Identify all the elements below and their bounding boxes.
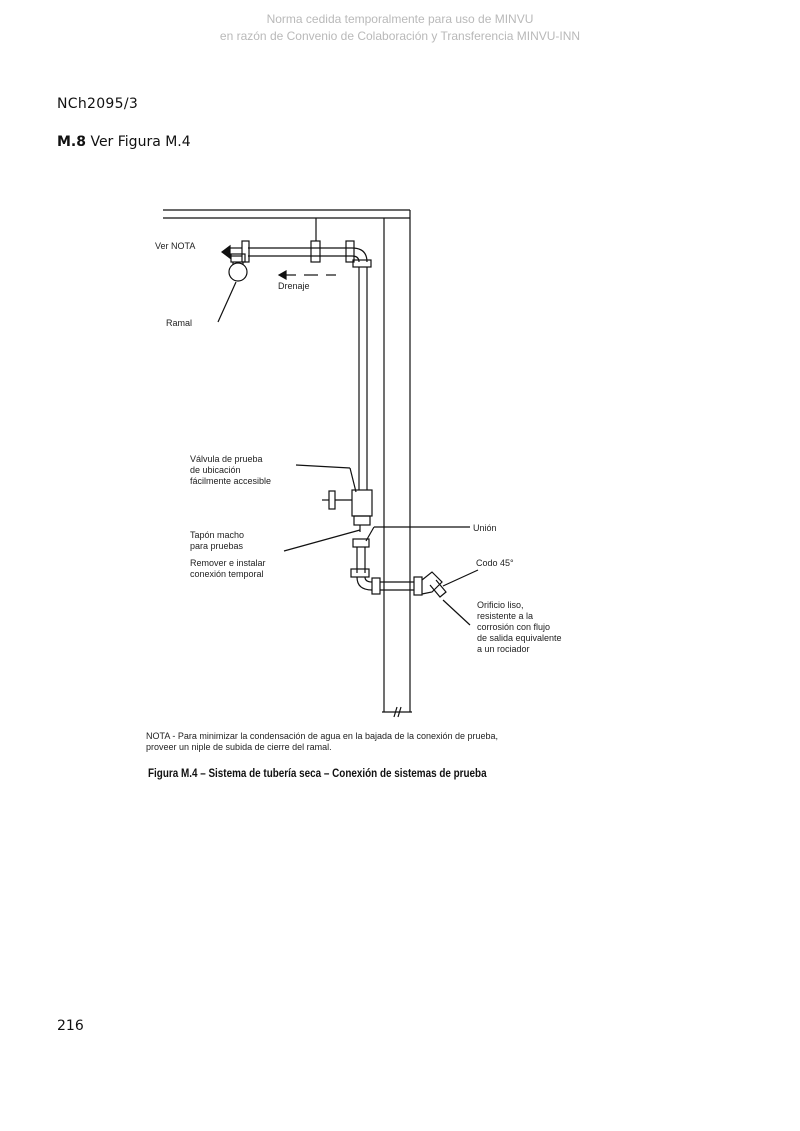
leader-orificio [442,599,471,626]
label-codo: Codo 45° [476,558,514,568]
leader-valve [295,464,351,469]
label-orifice-line-1: Orificio liso, [477,600,524,610]
test-plug [353,515,371,526]
lower-elbow-inner [364,576,373,583]
label-orifice-line-4: de salida equivalente [477,633,562,643]
wall-break-mark [393,706,402,718]
test-valve-body [351,489,373,517]
smooth-orifice [429,579,447,598]
leader-ramal [217,281,237,323]
lower-elbow-fitting [350,568,370,578]
label-ver-nota: Ver NOTA [155,241,195,251]
label-plug-line-2: para pruebas [190,541,244,551]
lower-elbow-outer [356,576,373,591]
page-number: 216 [57,1018,84,1034]
elbow-45 [421,571,443,595]
label-plug-line-1: Tapón macho [190,530,244,540]
branch-pipe-coupling [310,240,321,263]
section-number: M.8 [57,134,86,150]
drain-arrow-head [277,269,287,281]
label-orifice-line-5: a un rociador [477,644,530,654]
label-remove-line-2: conexión temporal [190,569,264,579]
elbow-top-fitting-lower [352,259,372,268]
outlet-fitting-1 [371,577,381,595]
elbow-top-inner [351,255,360,263]
figure-note: NOTA - Para minimizar la condensación de… [146,731,596,753]
section-reference: M.8 Ver Figura M.4 [57,134,191,150]
figure-note-line-1: NOTA - Para minimizar la condensación de… [146,731,499,741]
label-ramal: Ramal [166,318,192,328]
leader-union-a [365,526,375,542]
watermark-line-2: en razón de Convenio de Colaboración y T… [219,29,581,43]
label-union: Unión [473,523,497,533]
document-code: NCh2095/3 [57,96,139,112]
label-remove-line-1: Remover e instalar [190,558,266,568]
ramal-pipe-section [228,262,248,282]
figure-note-line-2: proveer un niple de subida de cierre del… [146,742,332,752]
ramal-tee [230,253,246,263]
leader-plug [283,529,361,552]
leader-valve-2 [349,467,357,493]
leader-codo [442,569,479,587]
section-text: Ver Figura M.4 [90,134,191,150]
test-valve-handwheel [328,490,336,510]
label-orifice-line-3: corrosión con flujo [477,622,550,632]
label-valve-line-1: Válvula de prueba [190,454,263,464]
label-valve-line-3: fácilmente accesible [190,476,271,486]
label-orifice-line-2: resistente a la [477,611,533,621]
ver-nota-arrowhead [221,244,231,260]
outlet-fitting-2 [413,576,423,596]
elbow-top-fitting [345,240,355,263]
label-valve-line-2: de ubicación [190,465,241,475]
union-fitting [352,538,370,548]
figure-caption: Figura M.4 – Sistema de tubería seca – C… [148,768,487,780]
label-drenaje: Drenaje [278,281,310,291]
watermark-line-1: Norma cedida temporalmente para uso de M… [266,12,534,26]
